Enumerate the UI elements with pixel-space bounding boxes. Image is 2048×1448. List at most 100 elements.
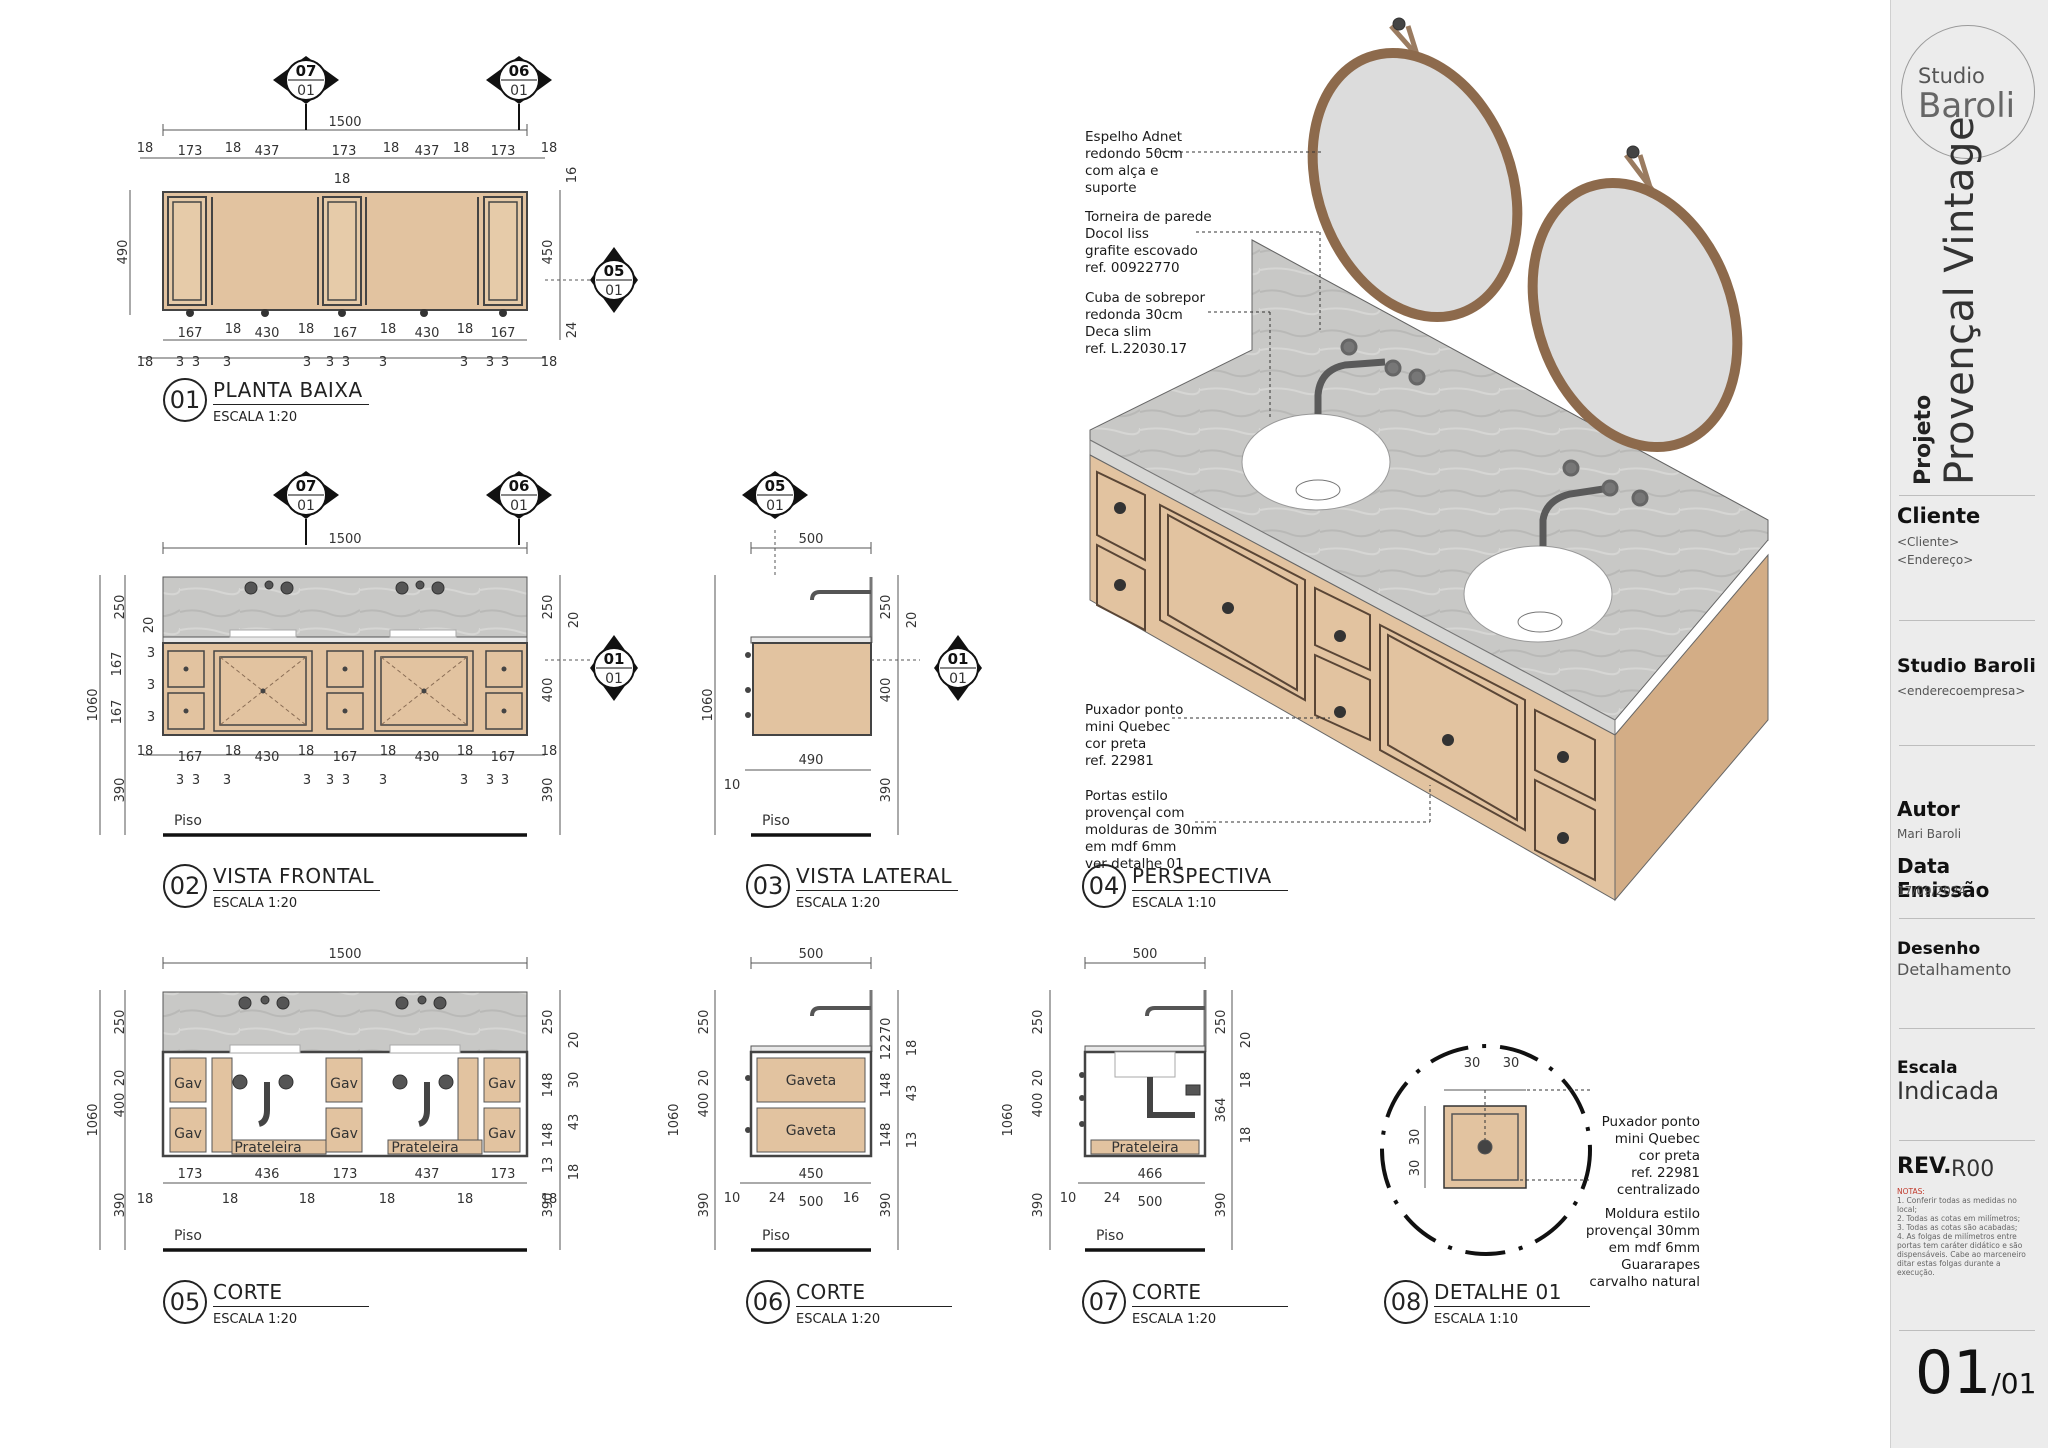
svg-text:01: 01 <box>605 671 623 687</box>
project-title: Projeto Provençal Vintage <box>1899 65 1999 485</box>
svg-text:400: 400 <box>541 678 556 703</box>
svg-text:173: 173 <box>491 1167 516 1182</box>
marker-05-side: 05 01 <box>742 471 808 519</box>
view-scale: ESCALA 1:10 <box>1132 896 1217 911</box>
svg-text:430: 430 <box>415 326 440 341</box>
svg-text:173: 173 <box>333 1167 358 1182</box>
svg-text:20: 20 <box>113 1070 128 1087</box>
svg-text:173: 173 <box>178 144 203 159</box>
view-01-plan <box>129 124 592 359</box>
view-number: 01 <box>163 378 207 422</box>
svg-text:270: 270 <box>879 1018 894 1043</box>
svg-text:1500: 1500 <box>328 115 361 130</box>
svg-text:148: 148 <box>541 1073 556 1098</box>
svg-text:30: 30 <box>567 1072 582 1089</box>
svg-text:30: 30 <box>1408 1160 1423 1177</box>
svg-text:3: 3 <box>147 646 155 661</box>
svg-text:18: 18 <box>222 1192 239 1207</box>
svg-text:01: 01 <box>297 498 315 514</box>
svg-text:18: 18 <box>225 322 242 337</box>
svg-text:01: 01 <box>604 650 625 668</box>
view-07-section <box>1049 957 1233 1252</box>
svg-text:3: 3 <box>501 773 509 788</box>
svg-text:13: 13 <box>905 1132 920 1149</box>
svg-text:20: 20 <box>1031 1070 1046 1087</box>
svg-text:390: 390 <box>879 1193 894 1218</box>
svg-text:430: 430 <box>255 326 280 341</box>
svg-text:3: 3 <box>147 678 155 693</box>
svg-text:05: 05 <box>604 262 625 280</box>
svg-text:167: 167 <box>333 750 358 765</box>
svg-text:43: 43 <box>905 1085 920 1102</box>
svg-text:450: 450 <box>799 1167 824 1182</box>
svg-text:18: 18 <box>457 322 474 337</box>
svg-text:167: 167 <box>110 700 125 725</box>
svg-text:173: 173 <box>332 144 357 159</box>
svg-text:3: 3 <box>147 710 155 725</box>
svg-text:Piso: Piso <box>762 1228 790 1244</box>
svg-text:250: 250 <box>1031 1010 1046 1035</box>
svg-text:490: 490 <box>799 753 824 768</box>
svg-text:18: 18 <box>379 1192 396 1207</box>
view-name: DETALHE 01 <box>1434 1278 1590 1307</box>
svg-text:10: 10 <box>724 778 741 793</box>
svg-text:400: 400 <box>879 678 894 703</box>
notes: NOTAS: 1. Conferir todas as medidas no l… <box>1897 1187 2026 1277</box>
svg-text:07: 07 <box>296 477 317 495</box>
marker-06-front: 06 01 <box>486 471 552 545</box>
svg-text:390: 390 <box>113 1193 128 1218</box>
svg-text:437: 437 <box>255 144 280 159</box>
svg-text:3: 3 <box>379 355 387 370</box>
svg-text:167: 167 <box>333 326 358 341</box>
svg-text:3: 3 <box>501 355 509 370</box>
svg-text:390: 390 <box>1214 1193 1229 1218</box>
svg-text:3: 3 <box>460 773 468 788</box>
svg-text:250: 250 <box>879 595 894 620</box>
svg-text:Piso: Piso <box>174 813 202 829</box>
svg-text:1060: 1060 <box>86 1103 101 1136</box>
svg-text:Prateleira: Prateleira <box>1111 1140 1178 1156</box>
marker-07-front: 07 01 <box>273 471 339 545</box>
svg-text:18: 18 <box>137 744 154 759</box>
svg-text:3: 3 <box>223 773 231 788</box>
svg-text:18: 18 <box>137 141 154 156</box>
view-scale: ESCALA 1:20 <box>796 896 881 911</box>
floor-labels: Piso Piso Piso Piso Piso <box>174 813 1124 1244</box>
svg-text:18: 18 <box>137 355 154 370</box>
svg-text:Gav: Gav <box>174 1076 202 1092</box>
svg-text:3: 3 <box>326 773 334 788</box>
svg-text:20: 20 <box>567 1032 582 1049</box>
svg-text:06: 06 <box>509 62 530 80</box>
svg-text:18: 18 <box>380 744 397 759</box>
logo-line-2: Baroli <box>1918 86 2016 126</box>
svg-text:20: 20 <box>905 612 920 629</box>
svg-text:3: 3 <box>326 355 334 370</box>
svg-text:18: 18 <box>137 1192 154 1207</box>
svg-text:16: 16 <box>843 1191 860 1206</box>
view-name: PERSPECTIVA <box>1132 862 1288 891</box>
project-label: Projeto <box>1911 394 1936 485</box>
svg-text:18: 18 <box>541 355 558 370</box>
svg-text:3: 3 <box>342 773 350 788</box>
title-block: Studio Baroli Projeto Provençal Vintage … <box>1890 0 2048 1448</box>
svg-text:20: 20 <box>697 1070 712 1087</box>
svg-text:390: 390 <box>1031 1193 1046 1218</box>
svg-text:1500: 1500 <box>328 532 361 547</box>
svg-text:1060: 1060 <box>667 1103 682 1136</box>
svg-text:Piso: Piso <box>174 1228 202 1244</box>
view-04-perspective <box>1085 17 1769 902</box>
studio-logo: Studio Baroli <box>1901 25 2035 159</box>
svg-text:43: 43 <box>567 1114 582 1131</box>
view-scale: ESCALA 1:20 <box>1132 1312 1217 1327</box>
view-number: 03 <box>746 864 790 908</box>
svg-text:3: 3 <box>176 773 184 788</box>
svg-text:3: 3 <box>460 355 468 370</box>
